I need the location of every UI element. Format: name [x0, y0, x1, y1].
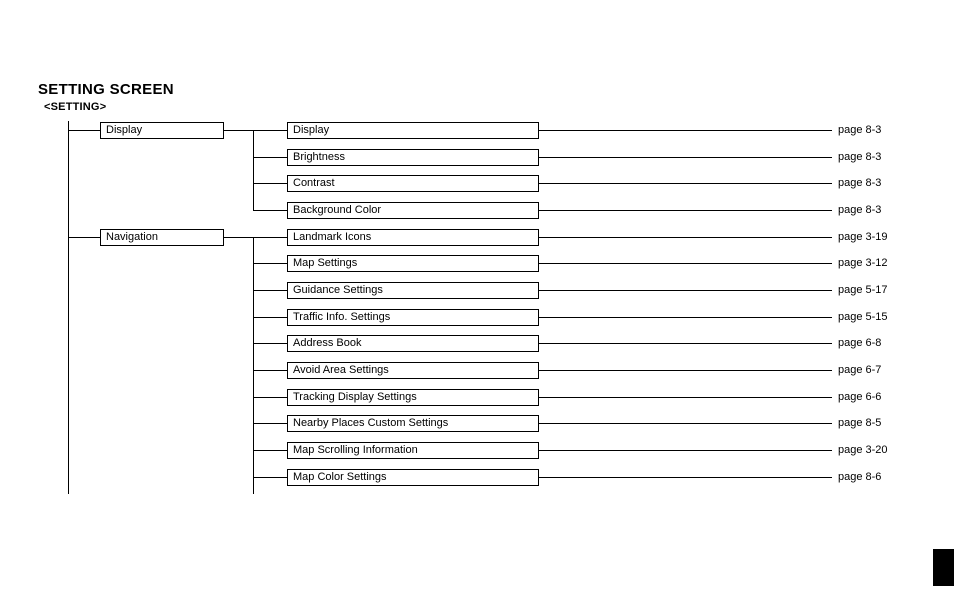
tree-node: Traffic Info. Settings: [287, 308, 539, 326]
node-connector: [253, 183, 287, 185]
page-ref-line: [538, 343, 832, 345]
page-ref-line: [538, 183, 832, 185]
page-ref: page 8-3: [838, 124, 882, 136]
tree-row: Nearby Places Custom Settings page 8-5: [0, 415, 954, 442]
tree-node: Background Color: [287, 201, 539, 219]
page-ref-line: [538, 236, 832, 238]
page-ref: page 6-6: [838, 390, 882, 403]
page-ref: page 8-3: [838, 177, 882, 190]
trunk-to-display-connector: [68, 130, 100, 131]
tree-node: Map Color Settings: [287, 468, 539, 486]
node-connector: [253, 263, 287, 265]
tree-row: Address Book page 6-8: [0, 335, 954, 362]
page-subtitle: <SETTING>: [44, 101, 107, 113]
node-connector: [253, 449, 287, 451]
page-ref-line: [538, 476, 832, 478]
navigation-branch-line: [253, 237, 254, 494]
trunk-line: [68, 121, 69, 494]
tree-node: Address Book: [287, 335, 539, 353]
page-ref-line: [538, 369, 832, 371]
display-branch-connector: [223, 130, 254, 131]
page-ref-line: [538, 449, 832, 451]
node-connector: [253, 156, 287, 158]
tree-row: Background Color page 8-3: [0, 201, 954, 229]
node-connector: [253, 396, 287, 398]
page-ref: page 8-3: [838, 203, 882, 216]
trunk-to-navigation-connector: [68, 237, 100, 238]
page-ref: page 3-19: [838, 230, 888, 243]
page-ref-line: [538, 396, 832, 398]
tree-node: Nearby Places Custom Settings: [287, 415, 539, 433]
tree-node-display: Display: [100, 122, 224, 139]
tree-node: Landmark Icons: [287, 228, 539, 246]
node-connector: [253, 236, 287, 238]
display-branch-line: [253, 130, 254, 211]
tree-row: Guidance Settings page 5-17: [0, 281, 954, 309]
page-ref-line: [538, 263, 832, 265]
tree-rows: Display page 8-3 Brightness page 8-3 Con…: [0, 122, 954, 495]
tree-row: Map Settings page 3-12: [0, 255, 954, 282]
page-ref-line: [538, 316, 832, 318]
node-connector: [253, 476, 287, 478]
node-connector: [253, 423, 287, 425]
tree-row: Map Color Settings page 8-6: [0, 468, 954, 496]
tree-node-navigation: Navigation: [100, 229, 224, 246]
tree-node: Map Scrolling Information: [287, 441, 539, 459]
page-ref-line: [538, 289, 832, 291]
tree-node: Display: [287, 122, 539, 139]
tree-row: Landmark Icons page 3-19: [0, 228, 954, 256]
node-connector: [253, 289, 287, 291]
page-ref: page 5-15: [838, 310, 888, 323]
page-ref-line: [538, 423, 832, 425]
tree-row: Traffic Info. Settings page 5-15: [0, 308, 954, 336]
tree-node: Brightness: [287, 148, 539, 166]
page-ref: page 3-20: [838, 443, 888, 456]
page-ref: page 5-17: [838, 283, 888, 296]
tree-node: Map Settings: [287, 255, 539, 273]
tree-node: Guidance Settings: [287, 281, 539, 299]
page-ref: page 3-12: [838, 257, 888, 270]
node-connector: [253, 130, 287, 131]
page-ref-line: [538, 156, 832, 158]
page-ref: page 8-5: [838, 417, 882, 430]
tree-node: Avoid Area Settings: [287, 361, 539, 379]
tree-row: Brightness page 8-3: [0, 148, 954, 176]
node-connector: [253, 316, 287, 318]
page-title: SETTING SCREEN: [38, 81, 174, 98]
tree-row: Avoid Area Settings page 6-7: [0, 361, 954, 389]
tree-row: Map Scrolling Information page 3-20: [0, 441, 954, 469]
page-ref: page 6-8: [838, 337, 882, 350]
section-tab-marker: [933, 549, 954, 586]
navigation-branch-connector: [223, 237, 254, 238]
node-connector: [253, 343, 287, 345]
tree-row: Contrast page 8-3: [0, 175, 954, 202]
tree-row: Tracking Display Settings page 6-6: [0, 388, 954, 416]
page-ref: page 8-6: [838, 470, 882, 483]
page-ref-line: [538, 209, 832, 211]
node-connector: [253, 209, 287, 211]
tree-row: Display page 8-3: [0, 122, 954, 149]
node-connector: [253, 369, 287, 371]
tree-node: Tracking Display Settings: [287, 388, 539, 406]
page-ref: page 8-3: [838, 150, 882, 163]
page-ref-line: [538, 130, 832, 131]
page-ref: page 6-7: [838, 363, 882, 376]
tree-node: Contrast: [287, 175, 539, 193]
